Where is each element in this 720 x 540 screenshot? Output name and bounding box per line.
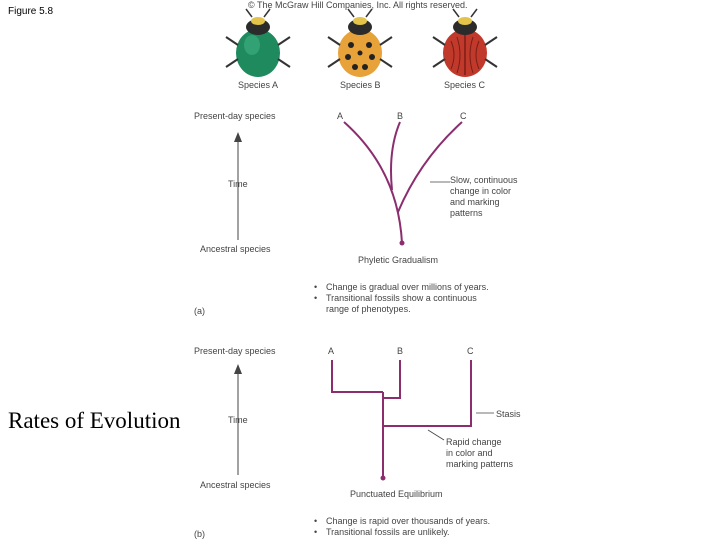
time-arrow-a-icon: [234, 132, 242, 142]
present-day-label-a: Present-day species: [194, 111, 276, 121]
branch-b-label-b: B: [397, 346, 404, 356]
slide-title: Rates of Evolution: [8, 408, 181, 433]
gradualism-title: Phyletic Gradualism: [358, 255, 439, 265]
time-label-b: Time: [228, 415, 248, 425]
ancestral-label-b: Ancestral species: [200, 480, 271, 490]
punctuated-bullets: Change is rapid over thousands of years.…: [312, 516, 490, 538]
ancestral-label-a: Ancestral species: [200, 244, 271, 254]
gradualism-tree: [343, 121, 463, 244]
ancestor-node-b: [380, 475, 386, 481]
gradualism-bullets: Change is gradual over millions of years…: [312, 282, 489, 315]
branch-b-label: B: [397, 111, 404, 121]
gradual-change-note: Slow, continuous change in color and mar…: [450, 175, 518, 218]
species-c-label: Species C: [444, 80, 486, 90]
copyright-notice: © The McGraw Hill Companies, Inc. All ri…: [248, 0, 468, 10]
branch-c-label: C: [460, 111, 467, 121]
figure-label: Figure 5.8: [8, 6, 54, 17]
panel-b-letter: (b): [194, 529, 205, 539]
branch-c-label-b: C: [467, 346, 474, 356]
branch-a-label: A: [337, 111, 344, 121]
time-arrow-b-icon: [234, 364, 242, 374]
panel-a-letter: (a): [194, 306, 205, 316]
beetle-b-icon: [327, 8, 393, 77]
time-label-a: Time: [228, 179, 248, 189]
species-b-label: Species B: [340, 80, 381, 90]
beetle-c-icon: [432, 8, 498, 77]
beetle-a-icon: [225, 8, 291, 77]
punctuated-tree: [331, 360, 494, 476]
branch-a-label-b: A: [328, 346, 335, 356]
ancestor-node-a: [399, 240, 405, 246]
present-day-label-b: Present-day species: [194, 346, 276, 356]
stasis-label: Stasis: [496, 409, 521, 419]
punctuated-title: Punctuated Equilibrium: [350, 489, 443, 499]
species-a-label: Species A: [238, 80, 279, 90]
rapid-change-note: Rapid change in color and marking patter…: [446, 437, 514, 469]
